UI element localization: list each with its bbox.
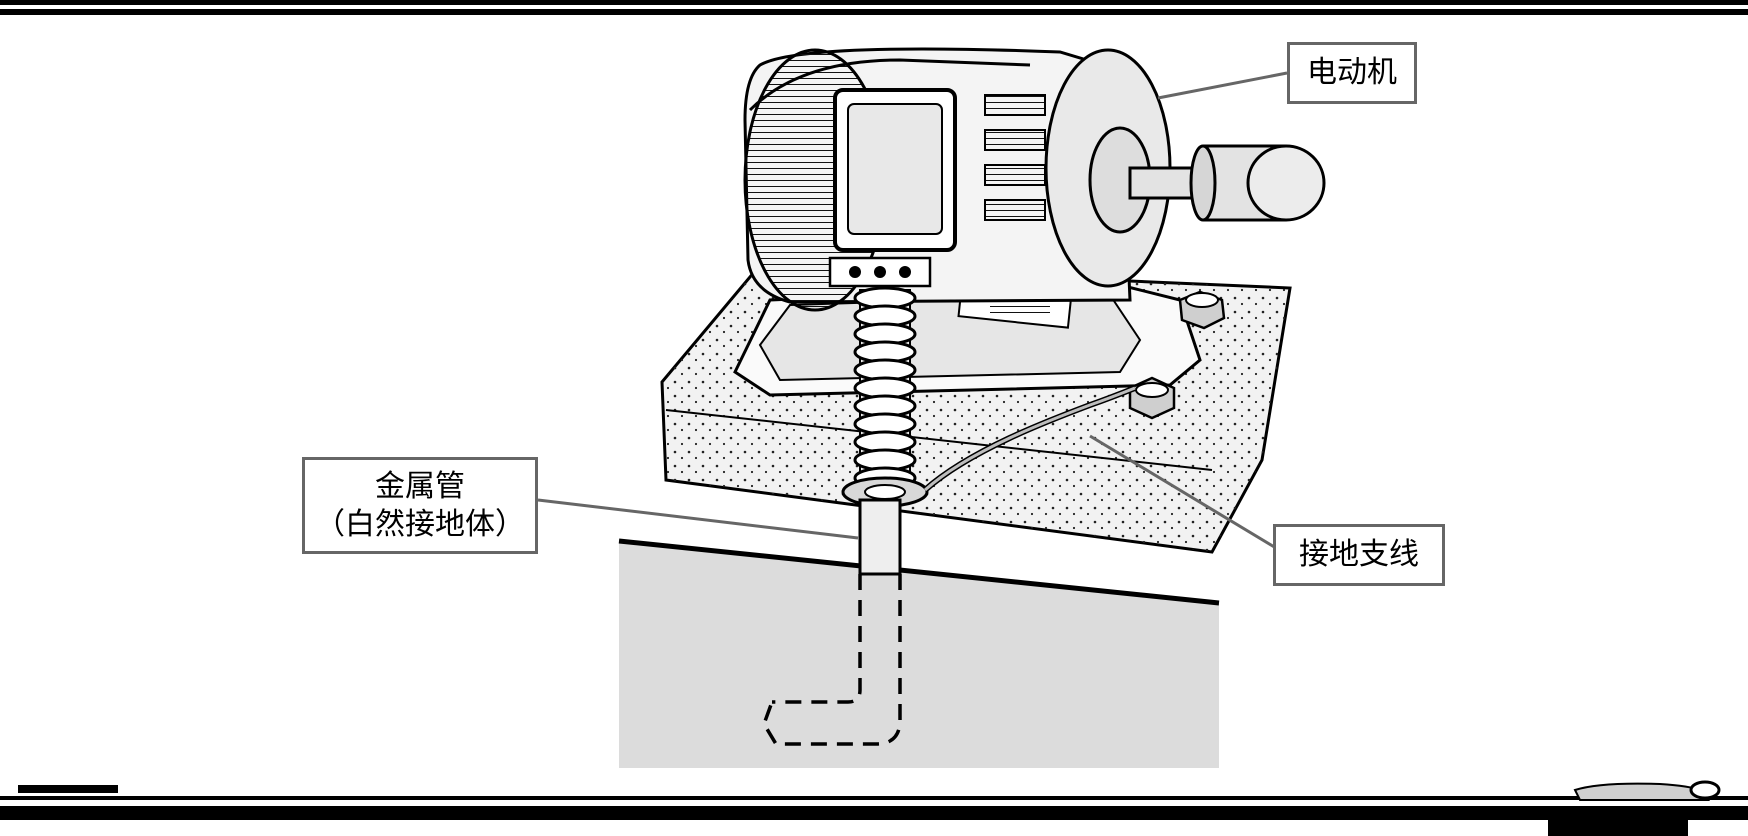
shaft-coupling bbox=[1189, 144, 1326, 222]
top-rule bbox=[0, 0, 1748, 15]
flexible-conduit bbox=[853, 286, 917, 491]
metal-pipe bbox=[762, 498, 902, 746]
bolt-front bbox=[1128, 376, 1176, 420]
leader-pipe bbox=[537, 498, 859, 540]
grounding-branch-label-text: 接地支线 bbox=[1299, 537, 1419, 572]
leader-branch bbox=[1089, 434, 1277, 550]
metal-pipe-label: 金属管 （白然接地体） bbox=[302, 457, 538, 554]
metal-pipe-label-line1: 金属管 bbox=[375, 468, 465, 504]
leader-motor bbox=[1157, 71, 1288, 100]
motor-label-text: 电动机 bbox=[1307, 55, 1397, 90]
metal-pipe-label-line2: （白然接地体） bbox=[315, 506, 525, 542]
motor-shaft bbox=[1128, 166, 1202, 200]
bottom-rule bbox=[0, 780, 1748, 836]
ground bbox=[618, 538, 1220, 768]
grounding-branch-label: 接地支线 bbox=[1273, 524, 1445, 586]
grounding-wire bbox=[923, 385, 1137, 493]
leader-lines bbox=[537, 71, 1288, 550]
motor-label: 电动机 bbox=[1287, 42, 1417, 104]
bolt-right bbox=[1178, 290, 1226, 330]
motor-body bbox=[743, 47, 1132, 312]
motor-end-bell bbox=[1044, 48, 1172, 288]
